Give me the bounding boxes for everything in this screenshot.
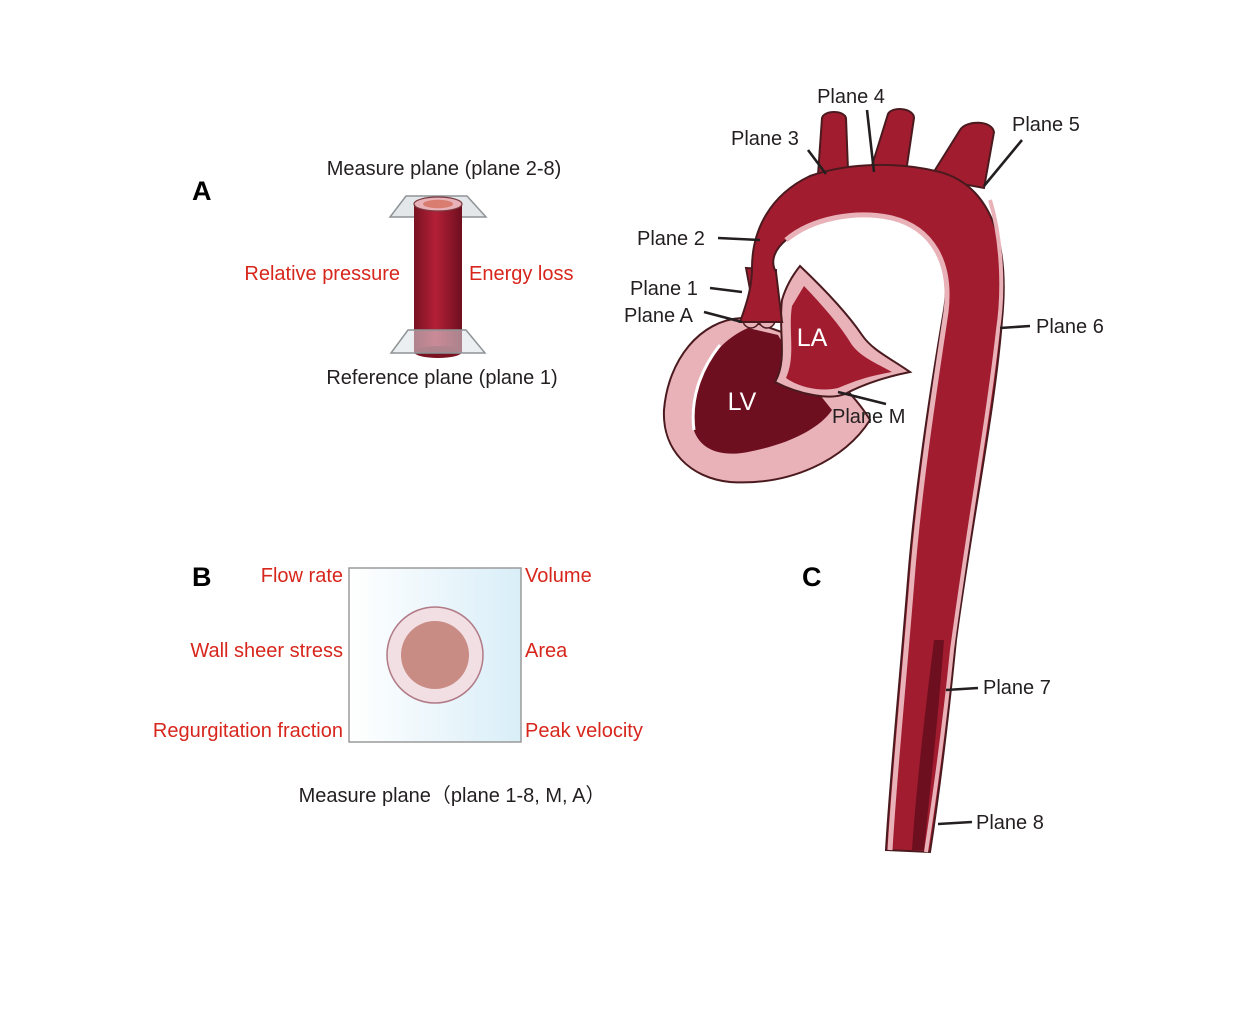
aorta-inner-wall	[784, 212, 950, 851]
la-cavity	[786, 286, 892, 390]
panel-b: B Flow rate Wall sheer stress Regurgitat…	[153, 562, 643, 807]
area-label: Area	[525, 640, 568, 662]
plane-2-label: Plane 2	[637, 228, 705, 250]
reference-plane-shape	[389, 329, 487, 354]
panel-c: C LV LA	[624, 86, 1104, 854]
plane-4-label: Plane 4	[817, 86, 885, 108]
lv-label: LV	[728, 388, 757, 416]
measure-plane-label: Measure plane (plane 2-8)	[327, 158, 562, 180]
wall-shear-stress-label: Wall sheer stress	[190, 640, 343, 662]
panel-b-caption: Measure plane（plane 1-8, M, A）	[299, 784, 606, 807]
left-subclavian-branch	[928, 121, 996, 190]
plane-5-label: Plane 5	[1012, 114, 1080, 136]
plane-7-leader	[945, 686, 979, 692]
panel-a-letter: A	[192, 176, 212, 206]
panel-a: A Measure plane (plane 2-8) Relative pre…	[192, 158, 574, 389]
reference-plane-label: Reference plane (plane 1)	[326, 367, 557, 389]
energy-loss-label: Energy loss	[469, 263, 574, 285]
plane-6-leader	[999, 324, 1031, 330]
plane-m-leader	[837, 390, 887, 406]
lv-cavity	[691, 328, 832, 454]
volume-label: Volume	[525, 565, 592, 587]
plane-8-leader	[937, 820, 973, 826]
plane-4-leader	[865, 109, 876, 173]
plane-3-label: Plane 3	[731, 128, 799, 150]
plane-2-leader	[717, 236, 761, 242]
plane-6-label: Plane 6	[1036, 316, 1104, 338]
aorta	[738, 108, 1005, 854]
plane-1-leader	[709, 286, 743, 294]
plane-a-leader	[703, 310, 743, 324]
vessel-cylinder	[414, 204, 462, 352]
panel-c-letter: C	[802, 562, 822, 592]
peak-velocity-label: Peak velocity	[525, 720, 643, 742]
aorta-main-vessel	[738, 163, 1005, 854]
plane-5-leader	[982, 139, 1024, 187]
plane-8-label: Plane 8	[976, 812, 1044, 834]
plane-3-leader	[806, 149, 828, 175]
cylinder-top-lumen	[423, 199, 453, 209]
plane-7-label: Plane 7	[983, 677, 1051, 699]
left-carotid-branch	[868, 108, 916, 173]
left-atrium: LA	[773, 264, 913, 398]
brachiocephalic-branch	[816, 111, 850, 177]
plane-m-label: Plane M	[832, 406, 905, 428]
flow-rate-label: Flow rate	[261, 565, 343, 587]
left-ventricle: LV	[662, 316, 872, 484]
descending-aorta-shadow	[912, 640, 944, 850]
panel-b-letter: B	[192, 562, 212, 592]
regurgitation-fraction-label: Regurgitation fraction	[153, 720, 343, 742]
plane-1-label: Plane 1	[630, 278, 698, 300]
plane-a-label: Plane A	[624, 305, 694, 327]
lv-endocardium-line	[691, 344, 722, 431]
vessel-lumen	[401, 621, 469, 689]
la-label: LA	[797, 324, 828, 352]
relative-pressure-label: Relative pressure	[244, 263, 400, 285]
aorta-outer-wall	[924, 199, 1004, 853]
